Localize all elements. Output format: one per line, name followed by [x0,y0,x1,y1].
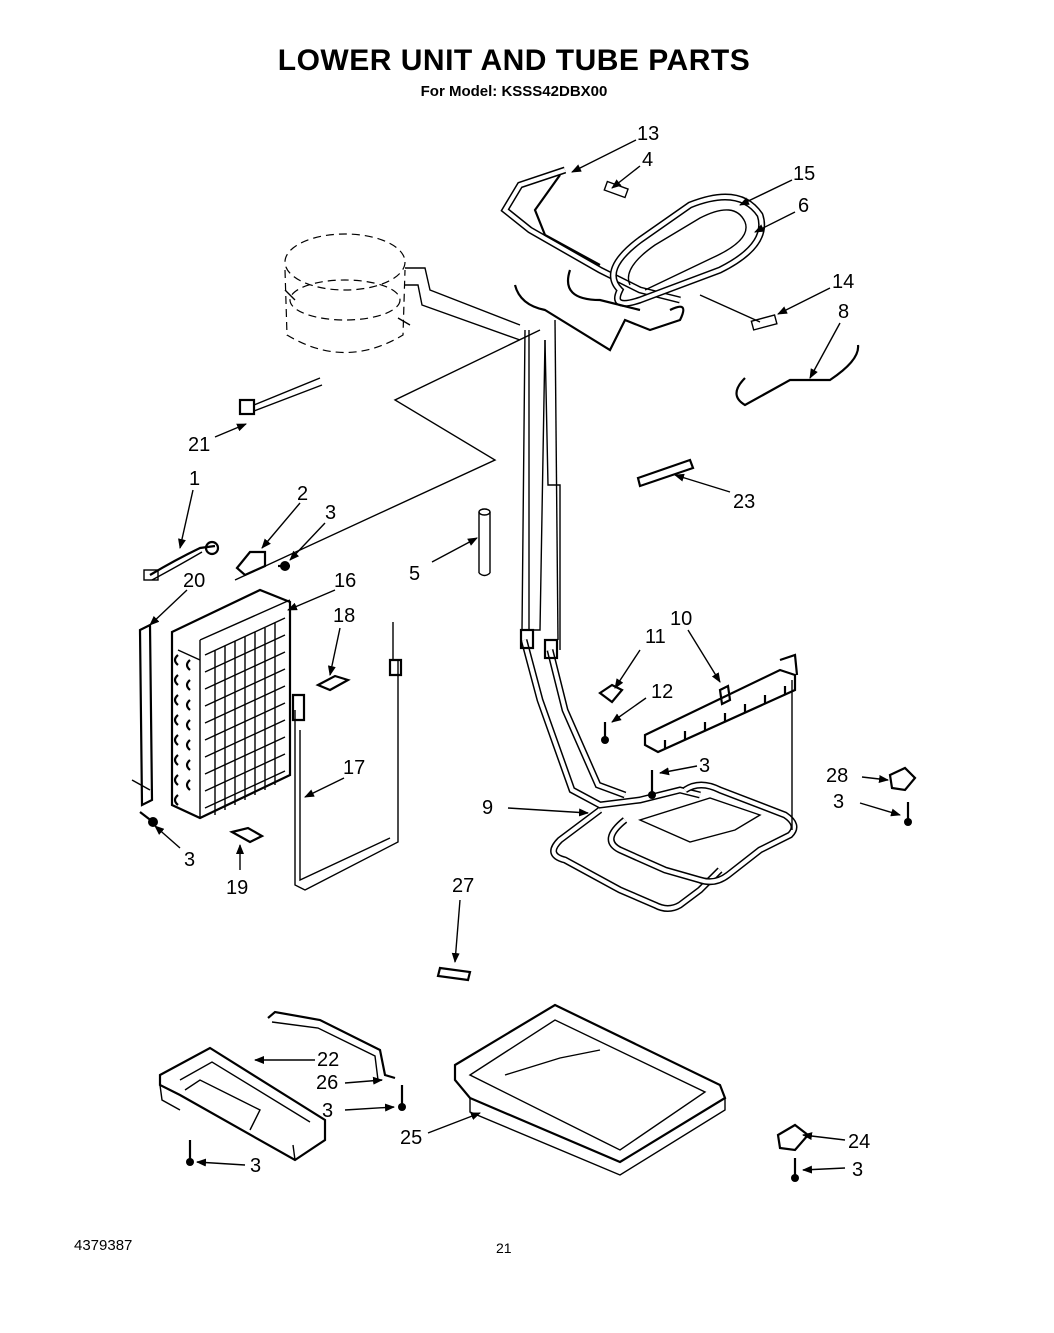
page-number: 21 [496,1240,512,1256]
callout-3: 3 [325,502,336,524]
screw-3-rail [648,770,656,799]
part-12-screw [601,722,609,744]
callout-14: 14 [832,271,854,293]
evaporator-bends [173,654,191,806]
part-21-cable-tie [238,377,323,416]
part-23-cable-tie [636,458,695,488]
callout-3: 3 [250,1155,261,1177]
callout-13: 13 [637,123,659,145]
callout-17: 17 [343,757,365,779]
callout-12: 12 [651,681,673,703]
callout-1: 1 [189,468,200,490]
part-2-bracket [235,550,290,577]
part-9-condenser [519,628,798,912]
callout-15: 15 [793,163,815,185]
callout-28: 28 [826,765,848,787]
callout-19: 19 [226,877,248,899]
part-18-clip [315,674,351,692]
model-subtitle: For Model: KSSS42DBX00 [420,83,608,100]
part-28-clip [888,766,917,792]
callout-21: 21 [188,434,210,456]
callout-16: 16 [334,570,356,592]
part-8-wire [735,344,860,407]
part-10-rail [643,653,799,830]
callout-25: 25 [400,1127,422,1149]
callout-leaders [149,139,901,1174]
callout-3: 3 [184,849,195,871]
callout-5: 5 [409,563,420,585]
screw-3-clip24 [791,1158,799,1182]
evaporator-fins [204,617,286,815]
compressor-outline [284,233,521,354]
callout-18: 18 [333,605,355,627]
callout-24: 24 [848,1131,870,1153]
part-1-harness [143,540,220,581]
part-17-tube [291,622,403,891]
part-20-heater [131,623,154,807]
callout-22: 22 [317,1049,339,1071]
screw-3-evaporator [139,811,158,827]
tube-assembly [500,166,766,650]
callout-9: 9 [482,797,493,819]
callout-8: 8 [838,301,849,323]
callout-26: 26 [316,1072,338,1094]
callout-10: 10 [670,608,692,630]
callout-3: 3 [833,791,844,813]
callout-3: 3 [322,1100,333,1122]
callout-11: 11 [645,626,666,648]
callout-23: 23 [733,491,755,513]
screw-3-clip28 [904,802,912,826]
document-number: 4379387 [74,1237,133,1254]
callout-3: 3 [699,755,710,777]
part-26-wire [267,1010,396,1081]
screw-3-tray [186,1140,194,1166]
page-title: LOWER UNIT AND TUBE PARTS [277,44,751,77]
callout-27: 27 [452,875,474,897]
part-11-clip [598,683,624,704]
callout-labels: 13 4 15 6 14 8 21 1 2 3 23 5 20 16 18 11… [183,123,870,1181]
evaporator-coil [170,588,292,820]
callout-2: 2 [297,483,308,505]
part-19-clip [229,826,265,844]
callout-3: 3 [852,1159,863,1181]
part-14-tube [750,314,778,331]
screw-3-center [398,1085,406,1111]
callout-6: 6 [798,195,809,217]
part-5-tube [478,508,491,577]
callout-20: 20 [183,570,205,592]
connector-lines [234,329,541,581]
part-25-pan [453,1003,727,1176]
part-24-clip [776,1123,810,1152]
part-27-part [436,966,472,982]
part-22-tray [158,1046,327,1162]
callout-4: 4 [642,149,653,171]
